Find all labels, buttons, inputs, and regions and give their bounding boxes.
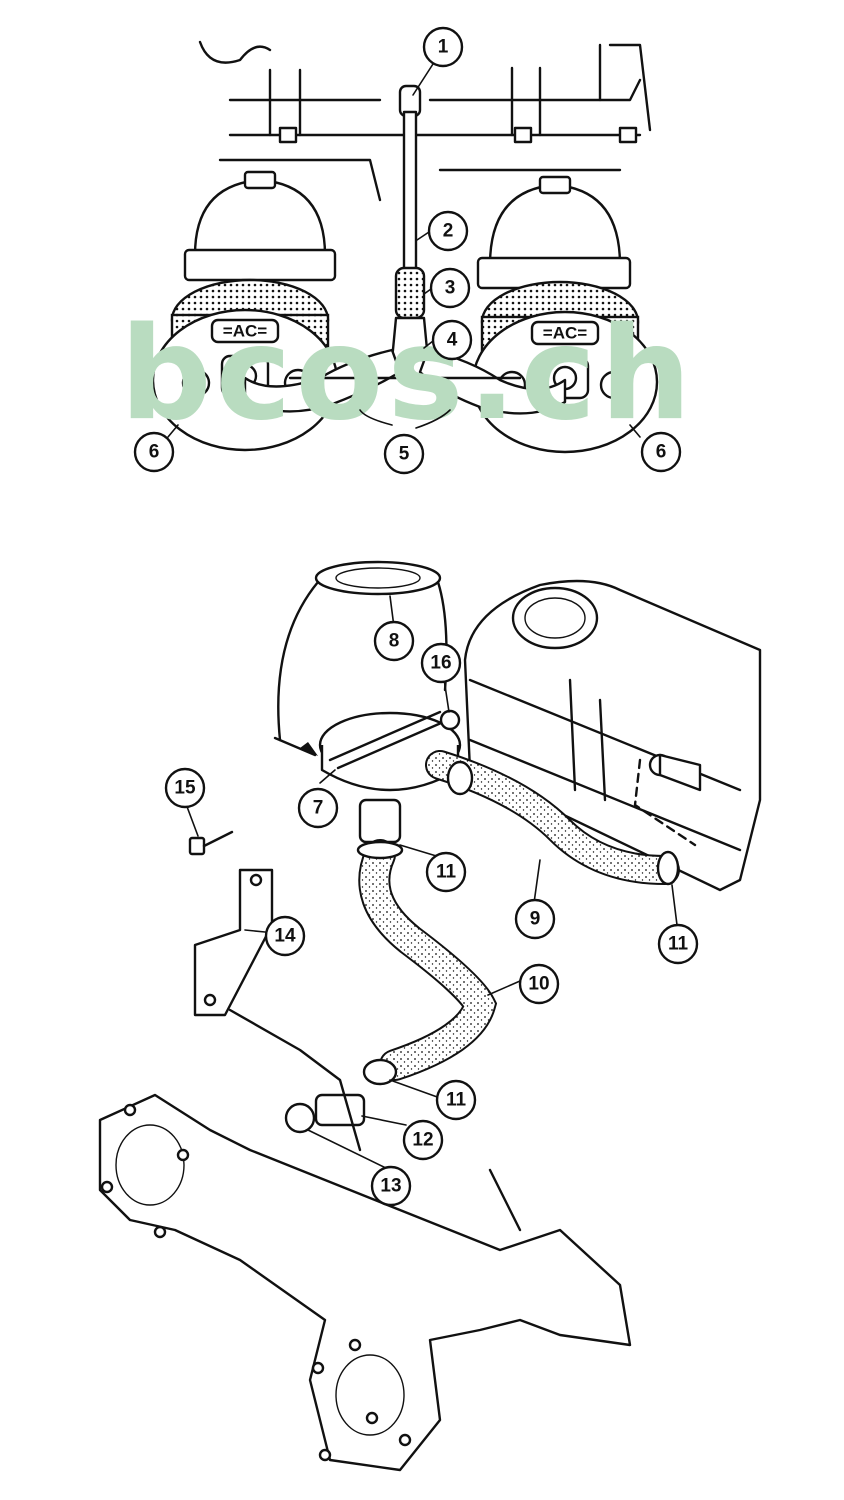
svg-text:3: 3: [445, 278, 456, 299]
callout-11-c: 11: [435, 1079, 477, 1121]
watermark: bcos.ch: [120, 300, 695, 449]
callout-14: 14: [264, 915, 306, 957]
svg-text:6: 6: [656, 442, 667, 463]
svg-text:6: 6: [149, 442, 160, 463]
callout-2: 2: [427, 210, 469, 252]
callout-6-left: 6: [133, 431, 175, 473]
callout-11-a: 11: [425, 851, 467, 893]
filter-badge-left: =AC=: [223, 322, 267, 341]
callout-13: 13: [370, 1165, 412, 1207]
callout-1: 1: [422, 26, 464, 68]
svg-text:11: 11: [436, 862, 457, 883]
svg-text:16: 16: [430, 653, 451, 674]
svg-text:1: 1: [438, 37, 449, 58]
svg-text:5: 5: [399, 444, 410, 465]
callout-10: 10: [518, 963, 560, 1005]
callout-12: 12: [402, 1119, 444, 1161]
filter-badge-right: =AC=: [543, 324, 587, 343]
svg-text:4: 4: [447, 330, 458, 351]
callout-16: 16: [420, 642, 462, 684]
bottom-breather-assembly: [98, 560, 762, 1472]
callout-9: 9: [514, 898, 556, 940]
svg-text:10: 10: [528, 974, 549, 995]
callout-7: 7: [297, 787, 339, 829]
svg-text:2: 2: [443, 221, 454, 242]
callout-6-right: 6: [640, 431, 682, 473]
callout-11-b: 11: [657, 923, 699, 965]
svg-text:13: 13: [380, 1176, 401, 1197]
svg-text:12: 12: [412, 1130, 433, 1151]
svg-text:11: 11: [446, 1090, 467, 1111]
svg-text:15: 15: [174, 778, 196, 799]
svg-text:14: 14: [274, 926, 296, 947]
callout-3: 3: [429, 267, 471, 309]
leader-lines: [167, 63, 678, 1171]
callout-8: 8: [373, 620, 415, 662]
svg-text:8: 8: [389, 631, 400, 652]
svg-text:11: 11: [668, 934, 689, 955]
top-carburettor-assembly: =AC= =AC=: [151, 40, 659, 454]
callout-5: 5: [383, 433, 425, 475]
svg-text:9: 9: [530, 909, 541, 930]
callout-4: 4: [431, 319, 473, 361]
svg-text:7: 7: [313, 798, 324, 819]
callout-15: 15: [164, 767, 206, 809]
